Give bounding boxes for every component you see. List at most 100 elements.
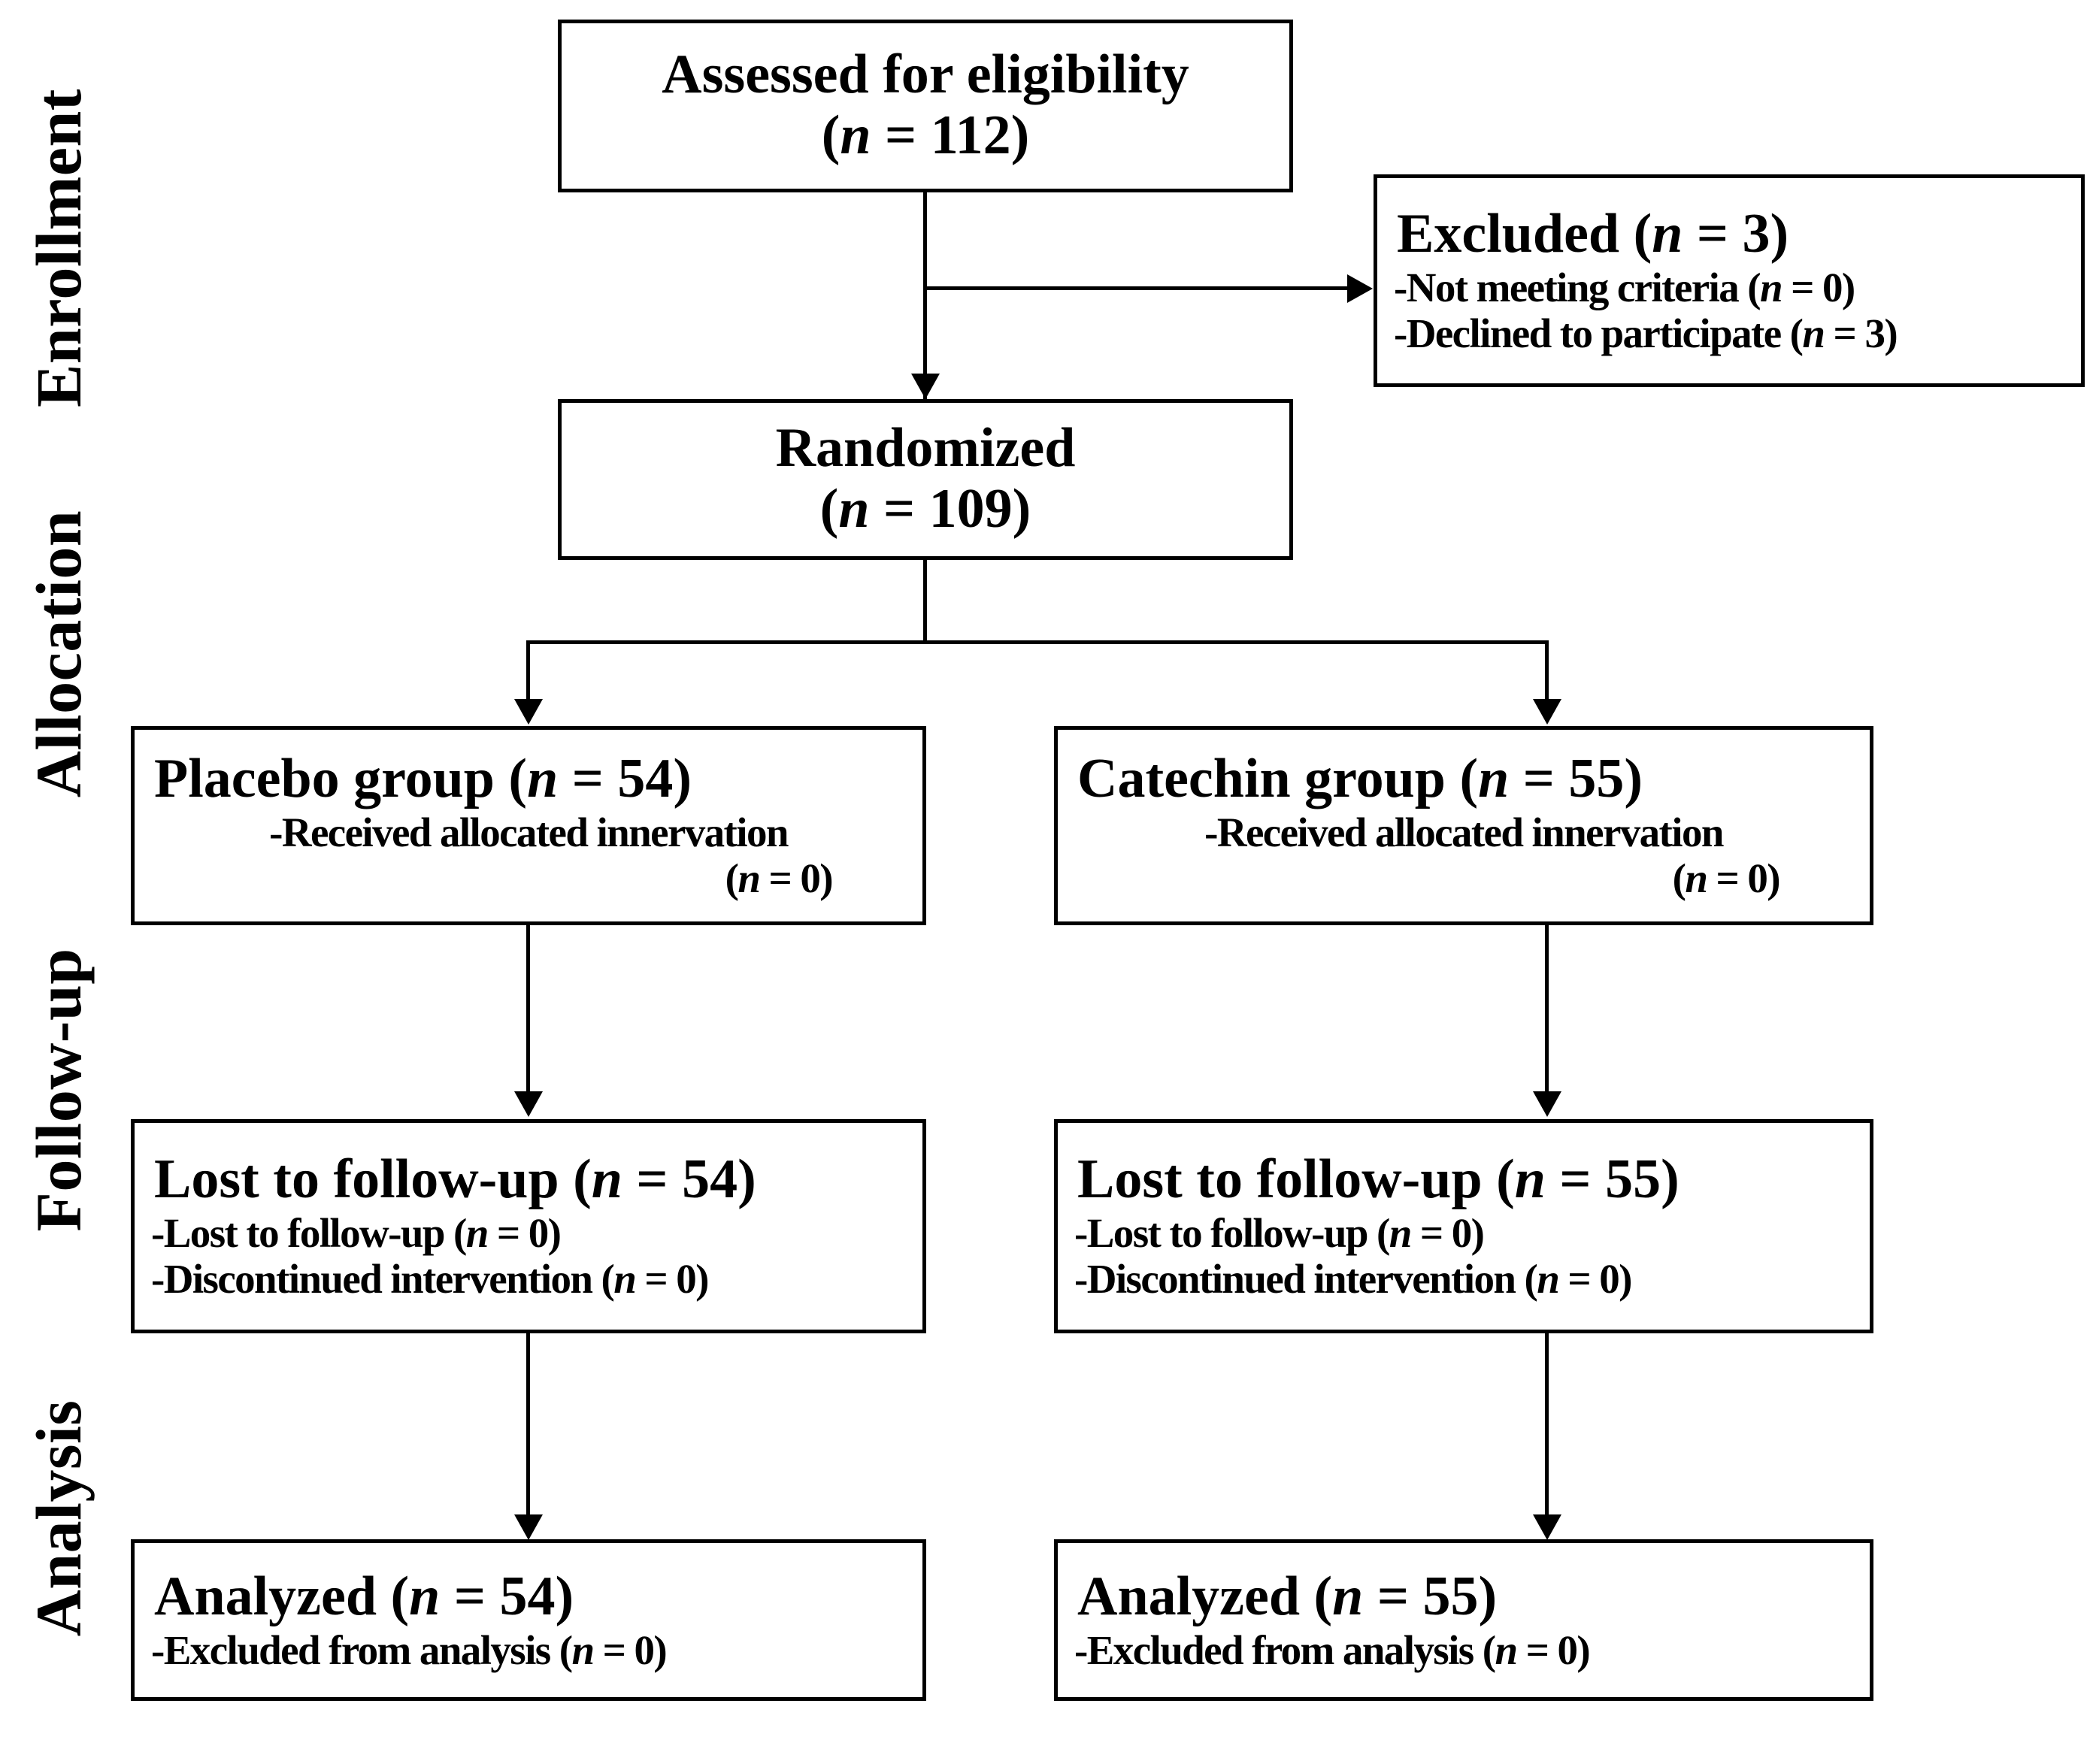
connector-catechin-alloc-to-followup (1545, 925, 1549, 1094)
excluded-item-0: -Not meeting criteria (n = 0) (1377, 265, 2081, 311)
placebo-alloc-detail-count: (n = 0) (135, 855, 922, 902)
catechin-alloc-title-post: = 55) (1509, 747, 1643, 809)
stage-label-followup-text: Follow-up (23, 948, 95, 1232)
placebo-alloc-title: Placebo group (n = 54) (135, 749, 922, 809)
catechin-followup-item-0-n: n (1389, 1209, 1413, 1256)
placebo-alloc-detail: -Received allocated innervation (269, 809, 789, 855)
placebo-alloc-count-post: = 0) (759, 855, 833, 902)
catechin-alloc-detail: -Received allocated innervation (1204, 809, 1724, 855)
catechin-analysis-title-n: n (1332, 1565, 1364, 1627)
catechin-followup-title: Lost to follow-up (n = 55) (1058, 1148, 1870, 1210)
arrow-placebo-followup-to-analysis (514, 1514, 543, 1540)
placebo-analysis-title-pre: Analyzed ( (154, 1565, 410, 1627)
placebo-followup-item-1-post: = 0) (635, 1256, 709, 1303)
arrow-catechin-followup-to-analysis (1533, 1514, 1561, 1540)
catechin-analysis-title-pre: Analyzed ( (1077, 1565, 1333, 1627)
box-assessed-for-eligibility: Assessed for eligibility (n = 112) (558, 20, 1293, 192)
catechin-alloc-count-n: n (1685, 855, 1708, 902)
placebo-alloc-count-pre: ( (725, 855, 739, 902)
excluded-item-0-n: n (1759, 264, 1783, 310)
excluded-item-0-pre: -Not meeting criteria ( (1394, 264, 1761, 310)
catechin-followup-item-1-pre: -Discontinued intervention ( (1074, 1256, 1538, 1303)
excluded-title-post: = 3) (1683, 202, 1789, 265)
excluded-title: Excluded (n = 3) (1377, 204, 2081, 265)
catechin-alloc-detail-count: (n = 0) (1058, 855, 1870, 902)
connector-assessed-vertical (923, 192, 927, 401)
connector-randomized-split (526, 640, 1549, 644)
catechin-followup-item-1-post: = 0) (1558, 1256, 1632, 1303)
box-catechin-followup: Lost to follow-up (n = 55) -Lost to foll… (1054, 1119, 1873, 1333)
excluded-item-1-post: = 3) (1824, 310, 1898, 357)
placebo-alloc-count-n: n (738, 855, 761, 902)
excluded-item-1: -Declined to participate (n = 3) (1377, 310, 2081, 357)
connector-catechin-followup-to-analysis (1545, 1333, 1549, 1517)
catechin-alloc-title-pre: Catechin group ( (1077, 747, 1479, 809)
box-catechin-allocation: Catechin group (n = 55) -Received alloca… (1054, 726, 1873, 925)
arrow-placebo-alloc-to-followup (514, 1091, 543, 1117)
connector-placebo-alloc-to-followup (526, 925, 530, 1094)
catechin-analysis-item-0-pre: -Excluded from analysis ( (1074, 1626, 1496, 1673)
placebo-followup-item-0-n: n (465, 1209, 489, 1256)
catechin-followup-title-post: = 55) (1545, 1148, 1680, 1210)
connector-placebo-followup-to-analysis (526, 1333, 530, 1517)
catechin-alloc-title-n: n (1478, 747, 1510, 809)
stage-label-analysis: Analysis (21, 1300, 96, 1736)
catechin-followup-item-0-pre: -Lost to follow-up ( (1074, 1209, 1390, 1256)
placebo-followup-item-1-n: n (613, 1256, 637, 1303)
box-placebo-followup: Lost to follow-up (n = 54) -Lost to foll… (131, 1119, 926, 1333)
catechin-analysis-item-0-post: = 0) (1516, 1626, 1591, 1673)
randomized-count: (n = 109) (819, 478, 1031, 540)
box-placebo-analysis: Analyzed (n = 54) -Excluded from analysi… (131, 1539, 926, 1701)
arrow-to-excluded (1347, 274, 1373, 303)
catechin-alloc-title: Catechin group (n = 55) (1058, 749, 1870, 809)
assessed-title: Assessed for eligibility (662, 44, 1189, 106)
excluded-title-n: n (1652, 202, 1683, 265)
box-catechin-analysis: Analyzed (n = 55) -Excluded from analysi… (1054, 1539, 1873, 1701)
placebo-alloc-title-pre: Placebo group ( (154, 747, 528, 809)
placebo-followup-title: Lost to follow-up (n = 54) (135, 1148, 922, 1210)
stage-label-enrollment: Enrollment (21, 15, 96, 481)
placebo-analysis-item-0: -Excluded from analysis (n = 0) (135, 1627, 922, 1674)
catechin-alloc-count-post: = 0) (1707, 855, 1780, 902)
randomized-n-symbol: n (838, 478, 870, 540)
box-placebo-allocation: Placebo group (n = 54) -Received allocat… (131, 726, 926, 925)
placebo-followup-item-0: -Lost to follow-up (n = 0) (135, 1210, 922, 1257)
stage-label-allocation: Allocation (21, 428, 96, 879)
connector-assessed-to-excluded (923, 286, 1349, 290)
placebo-followup-title-post: = 54) (622, 1148, 756, 1210)
catechin-followup-item-1-n: n (1537, 1256, 1560, 1303)
catechin-followup-item-1: -Discontinued intervention (n = 0) (1058, 1256, 1870, 1303)
connector-randomized-stem (923, 560, 927, 643)
stage-label-enrollment-text: Enrollment (23, 89, 95, 407)
arrow-to-catechin-group (1533, 699, 1561, 725)
randomized-n-value: 109 (928, 478, 1013, 540)
placebo-followup-item-0-pre: -Lost to follow-up ( (151, 1209, 467, 1256)
box-randomized: Randomized (n = 109) (558, 399, 1293, 560)
placebo-followup-item-1-pre: -Discontinued intervention ( (151, 1256, 615, 1303)
stage-label-allocation-text: Allocation (23, 510, 95, 798)
placebo-followup-title-pre: Lost to follow-up ( (154, 1148, 592, 1210)
placebo-analysis-title: Analyzed (n = 54) (135, 1565, 922, 1627)
stage-label-followup: Follow-up (21, 857, 96, 1323)
excluded-item-1-n: n (1802, 310, 1825, 357)
placebo-alloc-title-post: = 54) (558, 747, 692, 809)
catechin-alloc-count-pre: ( (1672, 855, 1686, 902)
placebo-analysis-title-n: n (409, 1565, 441, 1627)
placebo-analysis-item-0-post: = 0) (593, 1626, 668, 1673)
placebo-followup-item-1: -Discontinued intervention (n = 0) (135, 1256, 922, 1303)
placebo-followup-title-n: n (591, 1148, 622, 1210)
catechin-followup-item-0-post: = 0) (1410, 1209, 1485, 1256)
assessed-n-symbol: n (840, 104, 871, 167)
placebo-analysis-title-post: = 54) (440, 1565, 574, 1627)
assessed-count: (n = 112) (821, 104, 1030, 167)
arrow-assessed-to-randomized (911, 374, 940, 399)
placebo-analysis-item-0-n: n (571, 1626, 595, 1673)
catechin-analysis-title-post: = 55) (1363, 1565, 1498, 1627)
placebo-analysis-item-0-pre: -Excluded from analysis ( (151, 1626, 573, 1673)
excluded-item-1-pre: -Declined to participate ( (1394, 310, 1804, 357)
catechin-analysis-item-0: -Excluded from analysis (n = 0) (1058, 1627, 1870, 1674)
stage-label-analysis-text: Analysis (23, 1399, 95, 1637)
catechin-analysis-title: Analyzed (n = 55) (1058, 1565, 1870, 1627)
box-excluded: Excluded (n = 3) -Not meeting criteria (… (1374, 174, 2085, 387)
